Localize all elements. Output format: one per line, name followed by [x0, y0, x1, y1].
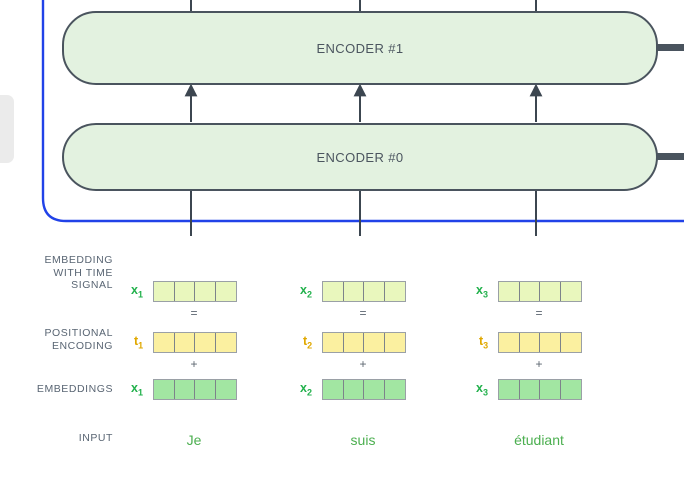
- vector-cell: [343, 380, 364, 399]
- vector-cell: [384, 282, 405, 301]
- residual-connection-line: [41, 0, 684, 223]
- vector-cell: [560, 333, 581, 352]
- vector-cell: [499, 380, 520, 399]
- vector-positional-encoding-col2: [322, 332, 406, 353]
- vector-cell: [540, 380, 561, 399]
- operator-plus-col2: +: [359, 357, 367, 371]
- vector-cell: [195, 380, 216, 399]
- vector-cell: [384, 380, 405, 399]
- vector-cell: [519, 333, 540, 352]
- vector-embedding-with-time-signal-col2: [322, 281, 406, 302]
- vector-tag-ewts-col3: x3: [476, 283, 488, 300]
- row-label-embedding-with-time-signal: EMBEDDING WITH TIME SIGNAL: [44, 254, 113, 291]
- vector-cell: [323, 380, 344, 399]
- encoder-0-right-connector: [656, 153, 684, 160]
- vector-cell: [215, 380, 236, 399]
- operator-equals-col2: =: [359, 306, 367, 320]
- encoder-block-1[interactable]: ENCODER #1: [62, 11, 658, 85]
- operator-plus-col3: +: [535, 357, 543, 371]
- input-word-col3: étudiant: [514, 432, 564, 448]
- vector-cell: [215, 333, 236, 352]
- encoder-block-0[interactable]: ENCODER #0: [62, 123, 658, 191]
- vector-cell: [154, 282, 175, 301]
- vector-cell: [519, 380, 540, 399]
- vector-cell: [364, 282, 385, 301]
- row-label-embeddings: EMBEDDINGS: [36, 383, 113, 395]
- vector-cell: [499, 282, 520, 301]
- vector-cell: [384, 333, 405, 352]
- vector-tag-embeddings-col3: x3: [476, 381, 488, 398]
- vector-cell: [154, 380, 175, 399]
- vector-tag-ewts-col1: x1: [131, 283, 143, 300]
- vector-tag-positional-col2: t2: [303, 334, 313, 351]
- vector-embeddings-col1: [153, 379, 237, 400]
- vector-positional-encoding-col3: [498, 332, 582, 353]
- operator-equals-col3: =: [535, 306, 543, 320]
- vector-cell: [499, 333, 520, 352]
- vector-cell: [174, 380, 195, 399]
- vector-cell: [323, 333, 344, 352]
- vector-cell: [540, 282, 561, 301]
- encoder-1-right-connector: [656, 44, 684, 51]
- vector-cell: [174, 333, 195, 352]
- vector-cell: [343, 333, 364, 352]
- operator-equals-col1: =: [190, 306, 198, 320]
- vector-tag-embeddings-col2: x2: [300, 381, 312, 398]
- vector-cell: [195, 282, 216, 301]
- vector-cell: [540, 333, 561, 352]
- operator-plus-col1: +: [190, 357, 198, 371]
- vector-tag-positional-col1: t1: [134, 334, 144, 351]
- left-clipped-card: [0, 95, 14, 163]
- encoder-1-label: ENCODER #1: [316, 40, 404, 56]
- vector-cell: [343, 282, 364, 301]
- row-label-positional-encoding: POSITIONAL ENCODING: [44, 327, 113, 352]
- vector-tag-ewts-col2: x2: [300, 283, 312, 300]
- vector-embedding-with-time-signal-col3: [498, 281, 582, 302]
- vector-cell: [323, 282, 344, 301]
- vector-cell: [560, 282, 581, 301]
- input-word-col2: suis: [350, 432, 376, 448]
- vector-positional-encoding-col1: [153, 332, 237, 353]
- vector-tag-embeddings-col1: x1: [131, 381, 143, 398]
- vector-cell: [364, 333, 385, 352]
- vector-cell: [154, 333, 175, 352]
- vector-cell: [560, 380, 581, 399]
- row-label-input: INPUT: [78, 432, 113, 444]
- input-word-col1: Je: [186, 432, 202, 448]
- vector-embeddings-col2: [322, 379, 406, 400]
- vector-embeddings-col3: [498, 379, 582, 400]
- encoder-0-label: ENCODER #0: [316, 149, 404, 165]
- vector-embedding-with-time-signal-col1: [153, 281, 237, 302]
- vector-cell: [215, 282, 236, 301]
- vector-cell: [519, 282, 540, 301]
- vector-tag-positional-col3: t3: [479, 334, 489, 351]
- vector-cell: [195, 333, 216, 352]
- vector-cell: [174, 282, 195, 301]
- vector-cell: [364, 380, 385, 399]
